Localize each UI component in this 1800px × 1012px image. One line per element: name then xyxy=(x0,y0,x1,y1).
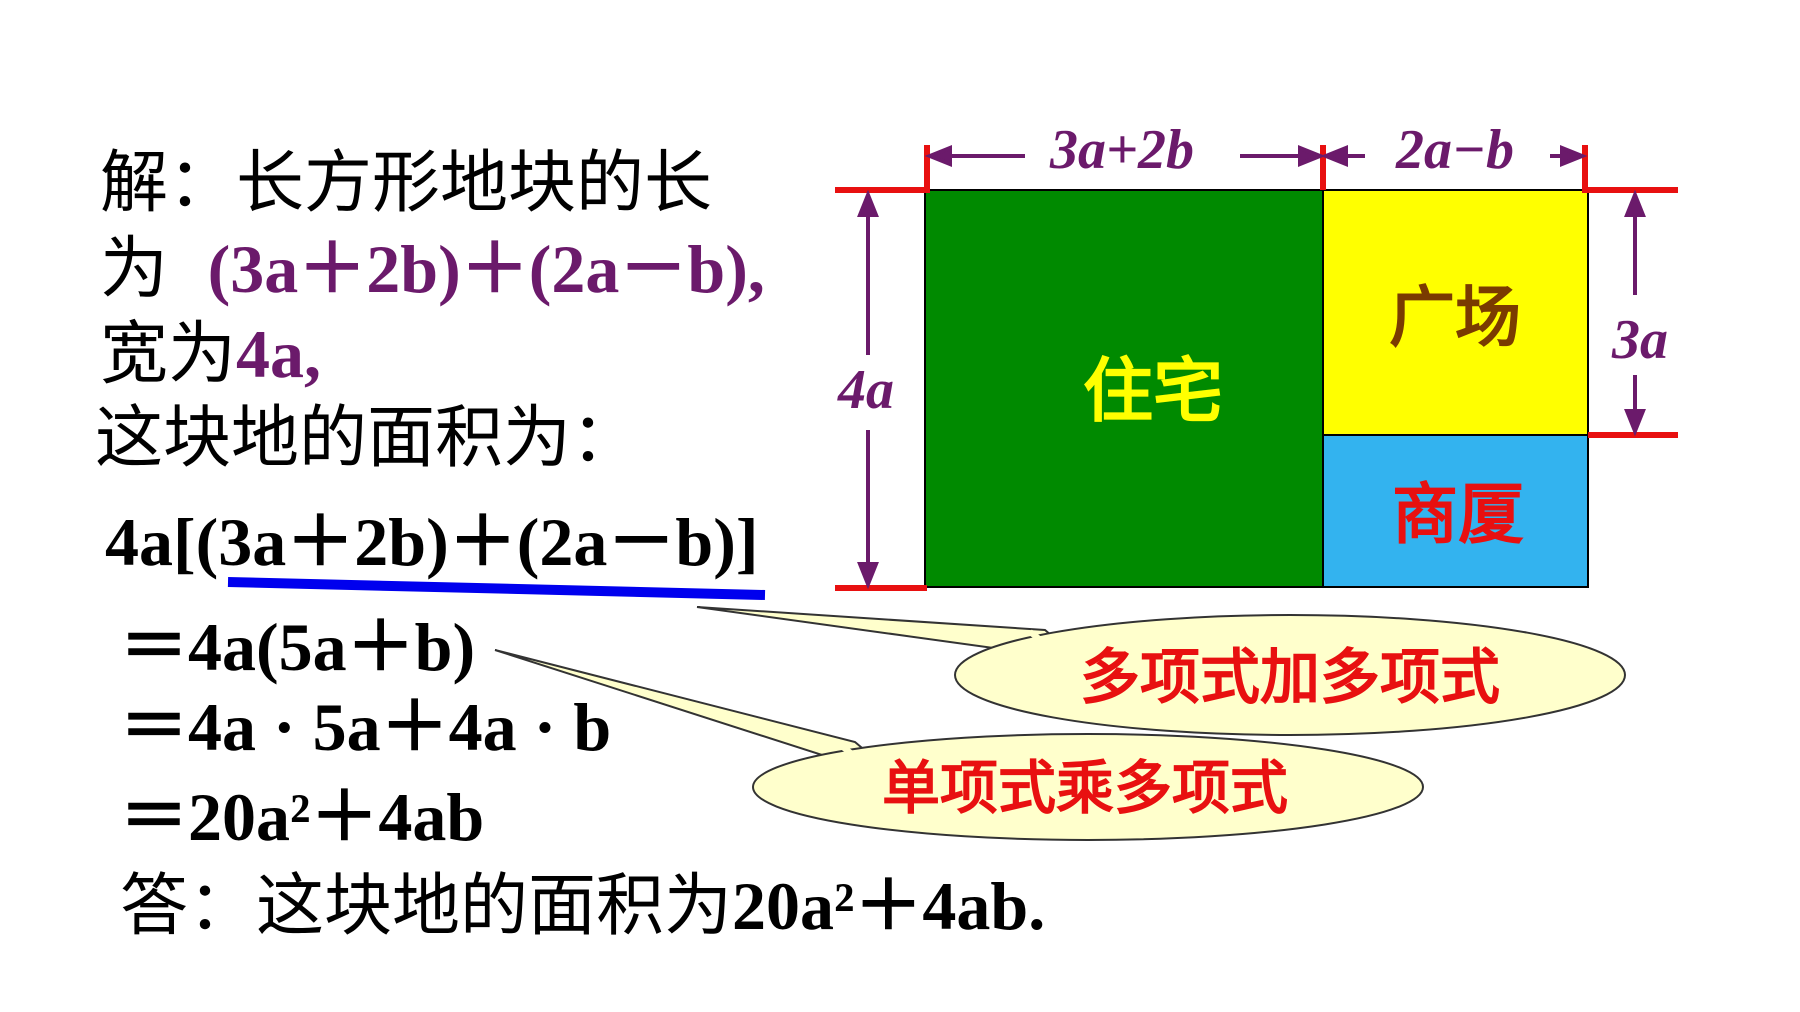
callout-mono-text: 单项式乘多项式 xyxy=(882,754,1288,822)
residential-label: 住宅 xyxy=(1083,350,1223,432)
plaza-label: 广场 xyxy=(1389,279,1521,356)
solution-line-4: 这块地的面积为： xyxy=(95,405,639,473)
step-4-expression: ＝20a²＋4ab xyxy=(120,779,485,855)
width-label: 宽为 xyxy=(100,315,237,394)
solution-intro: 解：长方形地块的长 xyxy=(100,144,713,223)
answer-label: 答：这块地的面积为 xyxy=(120,867,733,946)
commercial-label: 商厦 xyxy=(1392,476,1524,553)
commercial-region xyxy=(1322,434,1589,588)
sum-underline xyxy=(227,577,766,600)
callout-mono-times-poly: 单项式乘多项式 xyxy=(494,649,1424,841)
width-expression: 4a, xyxy=(236,316,322,392)
step-2: ＝4a(5a＋b) xyxy=(120,613,475,681)
solution-line-3: 宽为4a, xyxy=(100,320,321,389)
step-3: ＝4a · 5a＋4a · b xyxy=(120,693,611,761)
dim-left: 4a xyxy=(837,359,894,421)
area-intro: 这块地的面积为： xyxy=(95,399,640,478)
dim-top-left: 3a+2b xyxy=(1049,119,1194,181)
residential-region xyxy=(924,189,1324,588)
solution-line-2: 为 (3a＋2b)＋(2a－b), xyxy=(100,235,765,304)
plaza-region xyxy=(1322,189,1589,436)
dimension-arrows xyxy=(857,145,1646,590)
dim-right: 3a xyxy=(1611,309,1668,371)
answer-line: 答：这块地的面积为20a²＋4ab. xyxy=(120,872,1045,941)
solution-line-1: 解：长方形地块的长 xyxy=(100,150,712,218)
step-3-expression: ＝4a · 5a＋4a · b xyxy=(120,689,612,765)
length-expression: (3a＋2b)＋(2a－b), xyxy=(207,231,765,307)
step-1: 4a[(3a＋2b)＋(2a－b)] xyxy=(105,508,759,576)
extension-lines xyxy=(835,145,1678,591)
callout-poly-add: 多项式加多项式 xyxy=(696,606,1626,736)
step-4: ＝20a²＋4ab xyxy=(120,783,484,851)
length-label: 为 xyxy=(100,230,190,309)
step-2-expression: ＝4a(5a＋b) xyxy=(120,609,476,685)
dim-top-right: 2a−b xyxy=(1395,119,1514,181)
answer-expression: 20a²＋4ab. xyxy=(732,868,1046,944)
callout-poly-add-text: 多项式加多项式 xyxy=(1080,643,1500,713)
step-1-expression: 4a[(3a＋2b)＋(2a－b)] xyxy=(105,504,759,580)
